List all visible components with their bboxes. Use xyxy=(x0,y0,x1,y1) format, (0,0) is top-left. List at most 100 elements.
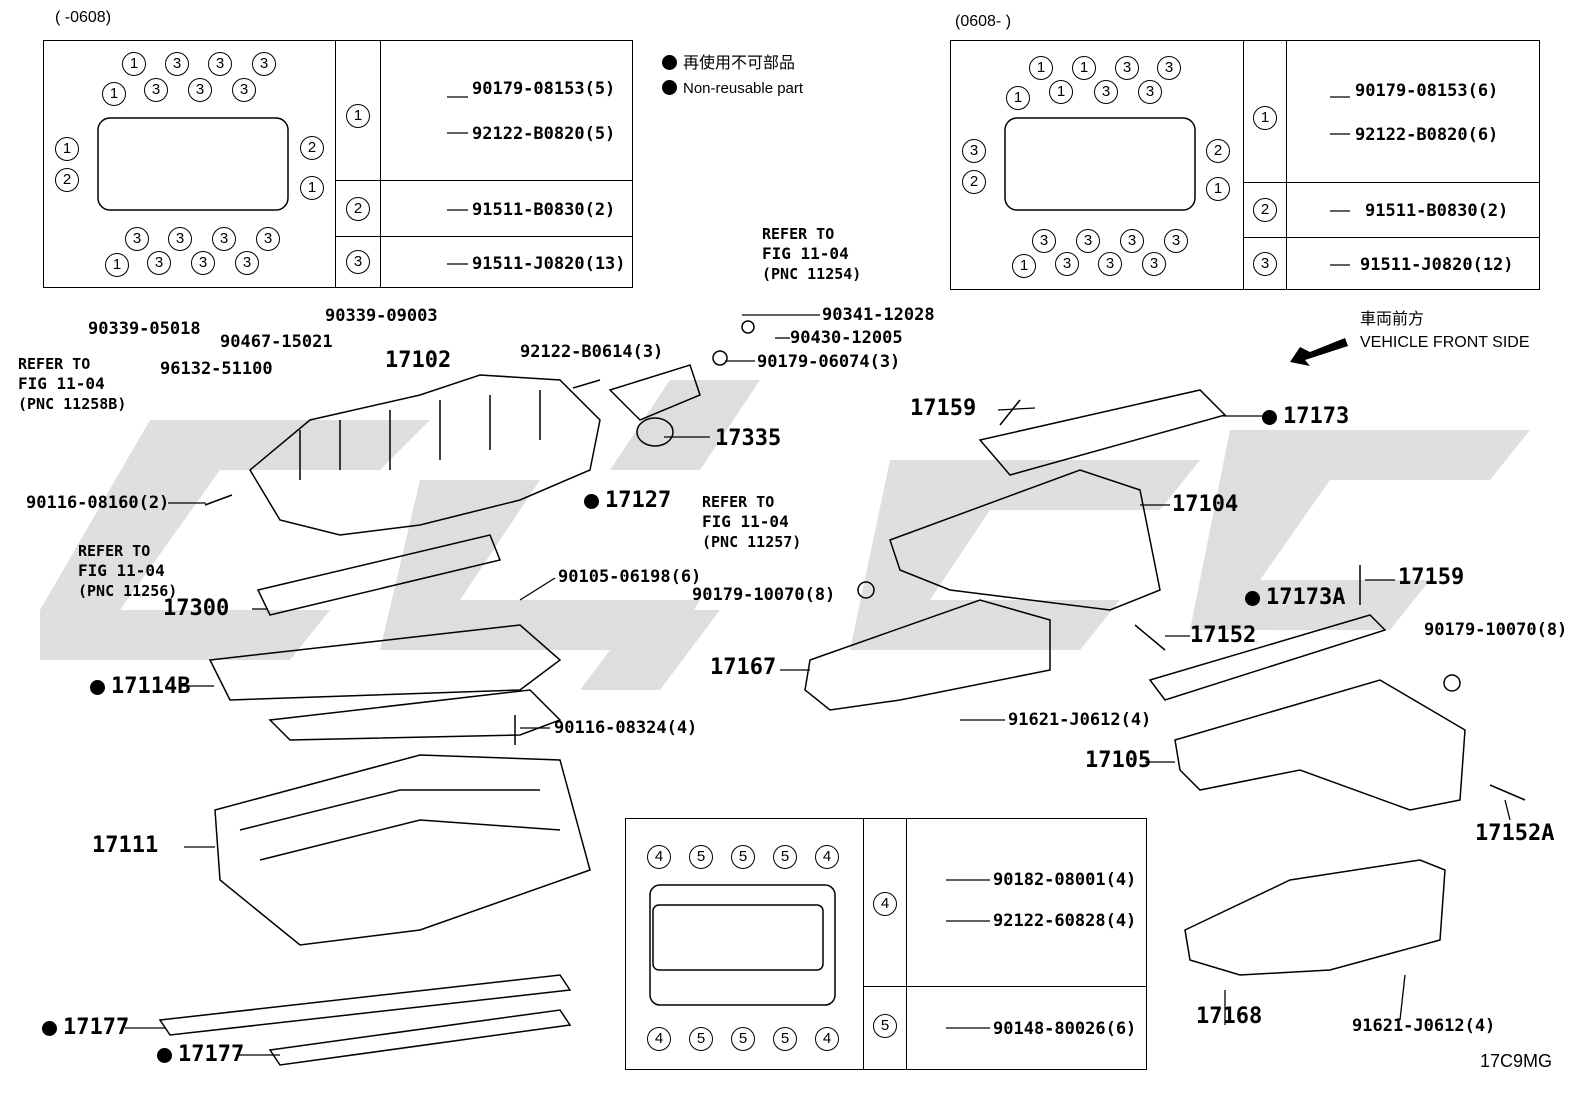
part-label: 17111 xyxy=(92,833,159,858)
non-reusable-dot-icon xyxy=(1245,591,1260,606)
callout: 3 xyxy=(168,227,192,251)
part-label: 90430-12005 xyxy=(790,328,903,348)
period-right: (0608- ) xyxy=(955,13,1012,30)
callout: 3 xyxy=(212,227,236,251)
callout: 3 xyxy=(1055,252,1079,276)
part-label: 92122-B0614(3) xyxy=(520,342,664,362)
right-table-part: 91511-J0820(12) xyxy=(1360,255,1514,275)
callout: 3 xyxy=(1094,80,1118,104)
callout: 3 xyxy=(256,227,280,251)
non-reusable-dot-icon xyxy=(584,494,599,509)
callout: 5 xyxy=(731,1027,755,1051)
bottom-table-part: 92122-60828(4) xyxy=(993,911,1137,931)
callout: 5 xyxy=(689,845,713,869)
callout: 1 xyxy=(1049,80,1073,104)
callout: 4 xyxy=(815,1027,839,1051)
callout: 3 xyxy=(252,52,276,76)
part-label: 17152A xyxy=(1475,821,1555,846)
callout: 3 xyxy=(1120,229,1144,253)
part-label: 17177 xyxy=(157,1044,244,1066)
callout: 2 xyxy=(300,136,324,160)
callout: 5 xyxy=(689,1027,713,1051)
callout: 3 xyxy=(1164,229,1188,253)
callout: 3 xyxy=(1076,229,1100,253)
period-left: ( -0608) xyxy=(55,9,112,26)
callout: 1 xyxy=(1206,177,1230,201)
callout: 1 xyxy=(1072,56,1096,80)
non-reusable-dot-icon xyxy=(1262,410,1277,425)
part-label: 17102 xyxy=(385,348,452,373)
left-table-part: 91511-J0820(13) xyxy=(472,254,626,274)
part-label: 90116-08160(2) xyxy=(26,493,170,513)
left-table-num-1: 1 xyxy=(346,104,370,128)
callout: 1 xyxy=(300,176,324,200)
callout: 3 xyxy=(1098,252,1122,276)
part-label: 91621-J0612(4) xyxy=(1352,1016,1496,1036)
part-label: 90179-10070(8) xyxy=(1424,620,1568,640)
callout: 3 xyxy=(1157,56,1181,80)
part-label: 90339-09003 xyxy=(325,306,438,326)
right-table-num-2: 2 xyxy=(1253,198,1277,222)
callout: 3 xyxy=(962,139,986,163)
legend-jp: 再使用不可部品 xyxy=(662,55,795,72)
left-table-part: 90179-08153(5) xyxy=(472,79,616,99)
callout: 4 xyxy=(647,845,671,869)
callout: 2 xyxy=(962,170,986,194)
right-table-num-1: 1 xyxy=(1253,106,1277,130)
right-table-part: 90179-08153(6) xyxy=(1355,81,1499,101)
left-table-part: 92122-B0820(5) xyxy=(472,124,616,144)
callout: 3 xyxy=(188,78,212,102)
non-reusable-dot-icon xyxy=(157,1048,172,1063)
part-label: 90467-15021 xyxy=(220,332,333,352)
callout: 3 xyxy=(1115,56,1139,80)
callout: 1 xyxy=(122,52,146,76)
part-label: 17105 xyxy=(1085,748,1152,773)
part-label: 17159 xyxy=(1398,565,1465,590)
part-label: 17127 xyxy=(584,490,671,512)
callout: 1 xyxy=(1029,56,1053,80)
right-table-part: 91511-B0830(2) xyxy=(1365,201,1509,221)
callout: 2 xyxy=(1206,139,1230,163)
right-table-part: 92122-B0820(6) xyxy=(1355,125,1499,145)
part-label: 17114B xyxy=(90,676,190,698)
part-label: 17167 xyxy=(710,655,777,680)
vehicle-front-en: VEHICLE FRONT SIDE xyxy=(1360,334,1530,351)
part-label: 90179-06074(3) xyxy=(757,352,901,372)
callout: 3 xyxy=(232,78,256,102)
callout: 1 xyxy=(102,82,126,106)
callout: 5 xyxy=(731,845,755,869)
left-table-num-2: 2 xyxy=(346,197,370,221)
right-table-num-3: 3 xyxy=(1253,252,1277,276)
diagram-id: 17C9MG xyxy=(1480,1051,1553,1071)
callout: 3 xyxy=(1138,80,1162,104)
callout: 3 xyxy=(235,251,259,275)
callout: 2 xyxy=(55,168,79,192)
part-label: 90116-08324(4) xyxy=(554,718,698,738)
non-reusable-dot-icon xyxy=(42,1021,57,1036)
bottom-table-part: 90182-08001(4) xyxy=(993,870,1137,890)
callout: 1 xyxy=(105,253,129,277)
non-reusable-dot-icon xyxy=(90,680,105,695)
part-label: 17300 xyxy=(163,596,230,621)
callout: 3 xyxy=(165,52,189,76)
vehicle-front-jp: 車両前方 xyxy=(1360,311,1425,328)
bottom-table-num-5: 5 xyxy=(873,1014,897,1038)
part-label: 17173A xyxy=(1245,587,1345,609)
callout: 3 xyxy=(144,78,168,102)
part-label: 90339-05018 xyxy=(88,319,201,339)
callout: 3 xyxy=(1142,252,1166,276)
callout: 1 xyxy=(55,137,79,161)
part-label: 91621-J0612(4) xyxy=(1008,710,1152,730)
non-reusable-dot-icon xyxy=(662,55,677,70)
callout: 5 xyxy=(773,845,797,869)
left-table-part: 91511-B0830(2) xyxy=(472,200,616,220)
left-table-num-3: 3 xyxy=(346,250,370,274)
callout: 3 xyxy=(147,251,171,275)
part-label: 17152 xyxy=(1190,623,1257,648)
callout: 1 xyxy=(1006,86,1030,110)
part-label: 96132-51100 xyxy=(160,359,273,379)
callout: 3 xyxy=(191,251,215,275)
